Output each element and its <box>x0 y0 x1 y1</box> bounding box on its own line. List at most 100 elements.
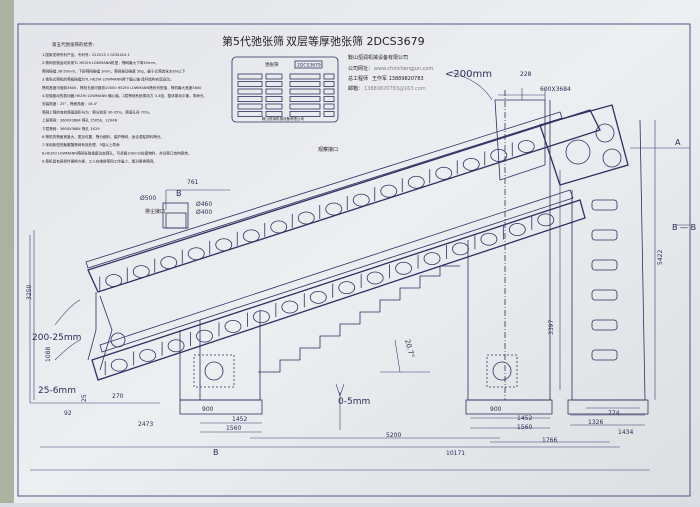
note-line: 3.弛张式筛机的筛板振幅为TL HEZHI LOWMANN两个偏心轴-连杆结构实… <box>42 77 173 82</box>
screen-mat <box>139 349 157 362</box>
section-a-marker: A <box>675 138 681 147</box>
screen-mat <box>517 140 535 153</box>
nameplate-cell <box>265 88 283 95</box>
note-line: 上层筛网：3600X3684 筛孔 25X58，12X48 <box>42 118 118 123</box>
note-line: 7.采用新型的聚氨酯筛网有效处理，3倍以上寿命 <box>42 142 120 147</box>
base-middle <box>465 399 553 415</box>
note-line: 9.筛机具有易损件更换方便，工人在维修筛网工作量少，是对更换筛网。 <box>42 159 157 164</box>
website-label: 公司网址： <box>348 65 373 72</box>
dim-500: Ø500 <box>140 195 156 202</box>
screen-mat <box>338 281 356 295</box>
nameplate: 弛张筛 2DCS3679 鞍山恒润机械设备有限公司 <box>231 56 339 123</box>
dim-2473: 2473 <box>138 421 153 428</box>
lower-side-plate <box>99 189 574 353</box>
screen-mat <box>508 223 526 236</box>
screen-mat <box>407 175 425 189</box>
note-line: 6.筛机的筛面宽度大，更加可靠，筛分细料，保护筛网，适合湿粘物料筛分。 <box>42 134 164 139</box>
table-edge <box>0 0 14 503</box>
nameplate-cell <box>237 111 263 117</box>
dim-774: 774 <box>608 410 620 417</box>
section-bb-label: B — B <box>672 223 696 232</box>
company-info: 鞍山恒润机械设备有限公司 公司网址： www.chinchengjun.com … <box>348 54 433 92</box>
drive-housing <box>539 104 629 186</box>
website: www.chinchengjun.com <box>374 66 433 72</box>
nameplate-cell <box>265 103 283 110</box>
note-line: 1.国家发明专利产品，专利号：ZL2015 1 0235424.1 <box>42 52 130 57</box>
screen-mat <box>187 247 205 261</box>
engineer-label: 总工程师 <box>348 75 368 82</box>
nameplate-cell <box>265 81 283 87</box>
note-line: 安装角度：25°，筛面角度：16.4° <box>42 101 98 106</box>
nameplate-cell <box>237 88 263 95</box>
notes-lines: 1.国家发明专利产品，专利号：ZL2015 1 0235424.12.筛网张弛运… <box>42 52 207 164</box>
nameplate-model: 2DCS3679 <box>297 63 321 69</box>
screen-mat <box>110 358 128 372</box>
nameplate-cell <box>237 81 263 87</box>
screen-mat <box>380 184 398 198</box>
dim-1560-middle: 1560 <box>517 424 532 431</box>
dim-92: 92 <box>64 410 72 417</box>
nameplate-cell <box>289 111 321 117</box>
nameplate-footer: 鞍山恒润机械设备有限公司 <box>262 116 304 121</box>
dimension-lines <box>29 71 690 471</box>
note-line: 筛机宽度可做到3600，筛机长度可做到10000 HEZHI LOWMANN筛系… <box>42 85 202 90</box>
nameplate-cell <box>237 96 263 102</box>
dim-1766: 1766 <box>542 437 557 444</box>
note-line: 筛网上筛的有效筛面面积与为：筛分效率 90-95%，筛面孔径 70%。 <box>42 109 152 114</box>
access-stairs <box>258 265 460 373</box>
dim-600x3684: 600X3684 <box>540 86 571 93</box>
screen-mat <box>105 274 123 287</box>
screen-mat <box>480 232 498 246</box>
screen-mat <box>132 265 150 278</box>
label-observation-port: 观察接口 <box>318 146 338 153</box>
screen-mat <box>215 238 233 252</box>
dim-1452-left: 1452 <box>232 416 247 423</box>
label-feed-size: <200mm <box>445 69 492 80</box>
nameplate-cell <box>289 103 321 110</box>
screen-mat <box>196 329 213 343</box>
screen-mat <box>423 252 441 265</box>
dim-1434: 1434 <box>618 429 633 436</box>
polyurethane-mats <box>99 140 555 376</box>
upper-deck <box>87 109 601 293</box>
screen-mat <box>366 271 384 285</box>
dim-3250: 3250 <box>26 285 33 300</box>
nameplate-cell <box>289 81 321 87</box>
discharge-chute-inner <box>99 295 113 371</box>
nameplate-cell <box>289 96 321 102</box>
dim-400: Ø400 <box>196 209 212 216</box>
note-line: 8.HEZHI LOWMANN筛网张弛角度动态筛孔，可承载100mm粒度物料，并… <box>42 150 191 155</box>
base-right <box>567 399 649 415</box>
nameplate-cell <box>237 73 263 80</box>
dim-900-left: 900 <box>202 406 214 413</box>
label-upper-product: 200-25mm <box>32 333 81 343</box>
dim-460: Ø460 <box>196 201 212 208</box>
nameplate-cell <box>323 111 335 117</box>
label-undersize: 0-5mm <box>338 397 370 407</box>
dim-3397: 3397 <box>548 320 555 335</box>
frame-slot <box>591 229 618 241</box>
note-line: 筛网振幅 36-50mm，下层筛网振幅 3mm，筛网振动强度 50g，最于式筛选… <box>42 68 186 73</box>
screen-mat <box>352 193 370 207</box>
base-left <box>179 399 263 415</box>
frame-slot <box>591 199 618 211</box>
note-line: 4.双轴驱动的振动器 HEZHI LOWMANN 偏心轴，2层筛网系统振动力 3… <box>42 93 207 98</box>
nameplate-cell <box>323 81 335 87</box>
dim-1452-middle: 1452 <box>517 415 532 422</box>
anchor-plate-middle <box>486 354 518 388</box>
dim-1088: 1088 <box>45 347 52 362</box>
notes-heading: 第五代弛张筛的优势: <box>52 41 94 48</box>
anchor-plate-left <box>193 354 235 388</box>
dim-1560-left: 1560 <box>226 425 241 432</box>
anchor-hole-left <box>204 361 224 381</box>
discharge-chute <box>87 292 97 361</box>
observation-window <box>110 332 126 348</box>
title-generation: 第5代弛张筛 <box>222 34 284 48</box>
technical-notes: 第五代弛张筛的优势: 1.国家发明专利产品，专利号：ZL2015 1 02354… <box>42 41 207 164</box>
email-label: 邮箱： <box>348 85 363 92</box>
title-model: 双层等厚弛张筛 2DCS3679 <box>286 34 425 48</box>
nameplate-cell <box>237 103 263 110</box>
frame-slot <box>591 289 618 301</box>
